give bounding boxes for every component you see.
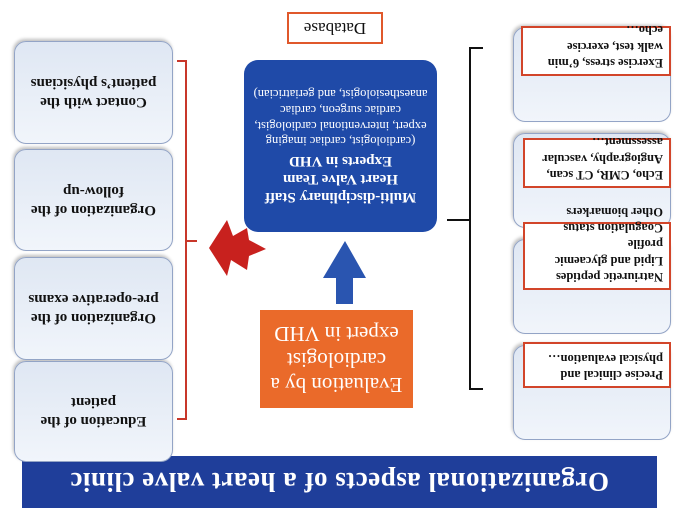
right-card-education: Education of the patient bbox=[14, 361, 173, 462]
right-bracket-top-tick bbox=[177, 418, 187, 420]
red-arrow-icon bbox=[209, 220, 266, 276]
right-bracket-bottom-tick bbox=[177, 60, 187, 62]
right-card-preop-exams-label: Organization of the pre-operative exams bbox=[28, 291, 159, 327]
right-card-physicians: Contact with the patient’s physicians bbox=[14, 41, 173, 144]
right-card-follow-up-label: Organization of the follow-up bbox=[31, 183, 156, 218]
right-card-physicians-label: Contact with the patient’s physicians bbox=[30, 75, 157, 111]
right-card-preop-exams: Organization of the pre-operative exams bbox=[14, 257, 173, 360]
right-bracket-connector bbox=[185, 240, 197, 242]
right-card-follow-up: Organization of the follow-up bbox=[14, 149, 173, 251]
right-card-education-label: Education of the patient bbox=[40, 394, 147, 430]
up-arrow-icon bbox=[323, 241, 366, 304]
